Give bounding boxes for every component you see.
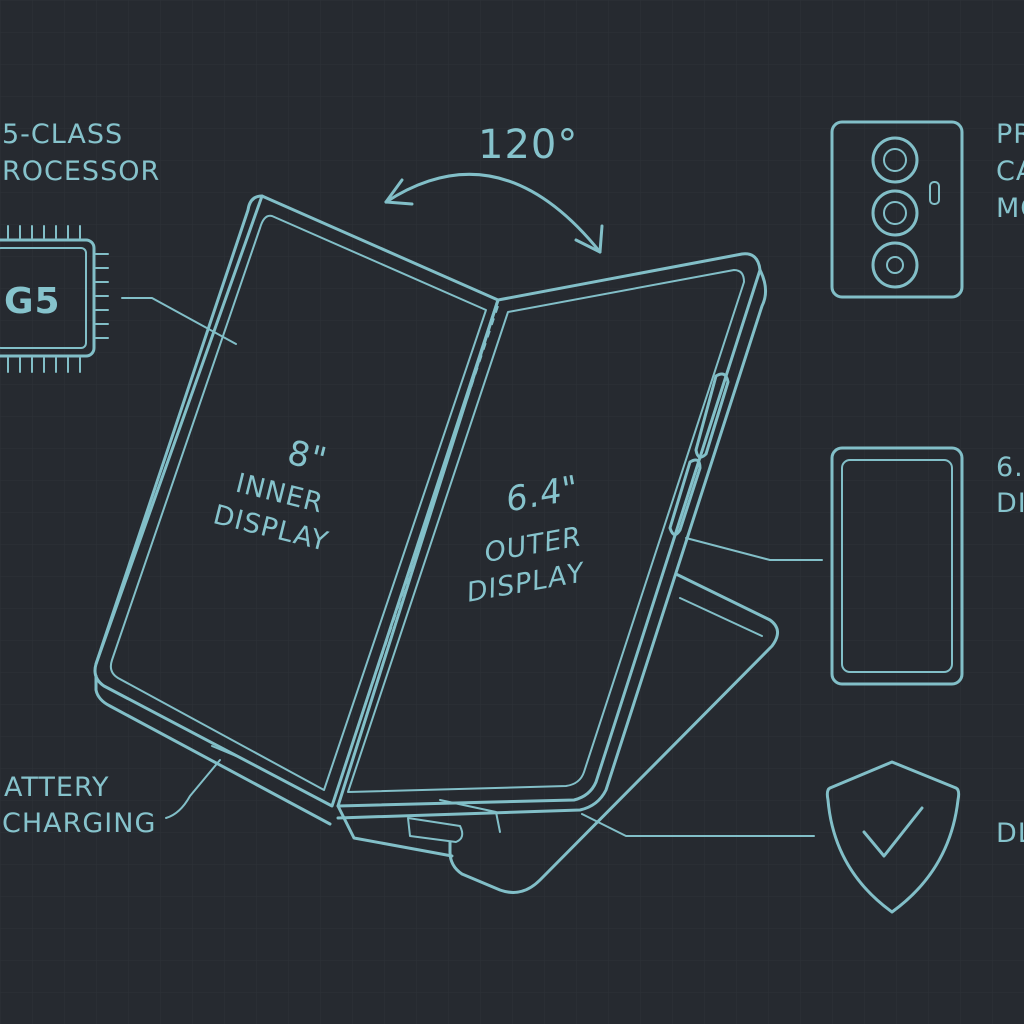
fold-line — [333, 305, 499, 801]
phone-back-slab-edge — [679, 597, 763, 637]
inner-display-screen — [109, 214, 487, 791]
left-panel-edge — [94, 194, 264, 666]
durability-leader-line — [581, 813, 815, 837]
inner-display-size: 8" — [283, 433, 331, 481]
durability-label-line1: DL — [996, 818, 1024, 849]
outer-display-screen — [347, 269, 745, 793]
angle-arc — [384, 172, 602, 254]
camera-module-icon — [830, 120, 964, 299]
display-spec-line1: 6. — [996, 452, 1024, 483]
hinge-angle-label: 120° — [478, 122, 578, 168]
camera-label-line1: PR — [996, 119, 1024, 150]
processor-label-line2: ROCESSOR — [2, 156, 160, 187]
battery-label-line1: ATTERY — [4, 772, 109, 803]
check-mark — [862, 806, 924, 858]
battery-label-line2: CHARGING — [2, 808, 156, 839]
phone-back-slab — [448, 572, 779, 894]
display-leader-line — [685, 537, 823, 561]
angle-arrowhead-left — [384, 178, 414, 206]
shield-check-icon — [825, 760, 961, 914]
display-callout: 6. DI — [685, 446, 1024, 686]
battery-callout: ATTERY CHARGING — [2, 759, 221, 839]
left-panel-slot — [211, 745, 237, 757]
processor-label-line1: 5-CLASS — [2, 119, 123, 150]
camera-callout: PR CA MC — [830, 119, 1024, 299]
display-spec-line2: DI — [996, 488, 1024, 519]
camera-label-line2: CA — [996, 156, 1024, 187]
camera-label-line3: MC — [996, 193, 1024, 224]
hinge-angle-indicator: 120° — [384, 122, 604, 254]
usb-port — [407, 817, 464, 843]
right-panel-outer — [336, 252, 762, 808]
left-panel-thickness — [94, 674, 332, 826]
volume-button — [694, 372, 730, 459]
phone-outline-icon — [830, 446, 964, 686]
right-panel-thickness — [336, 268, 767, 820]
angle-arrowhead-right — [574, 224, 604, 254]
power-button — [668, 458, 702, 536]
chip-label: G5 — [4, 281, 61, 322]
processor-chip-icon: G5 — [0, 225, 109, 373]
durability-callout: DL — [581, 760, 1024, 914]
battery-leader-line — [165, 759, 221, 819]
